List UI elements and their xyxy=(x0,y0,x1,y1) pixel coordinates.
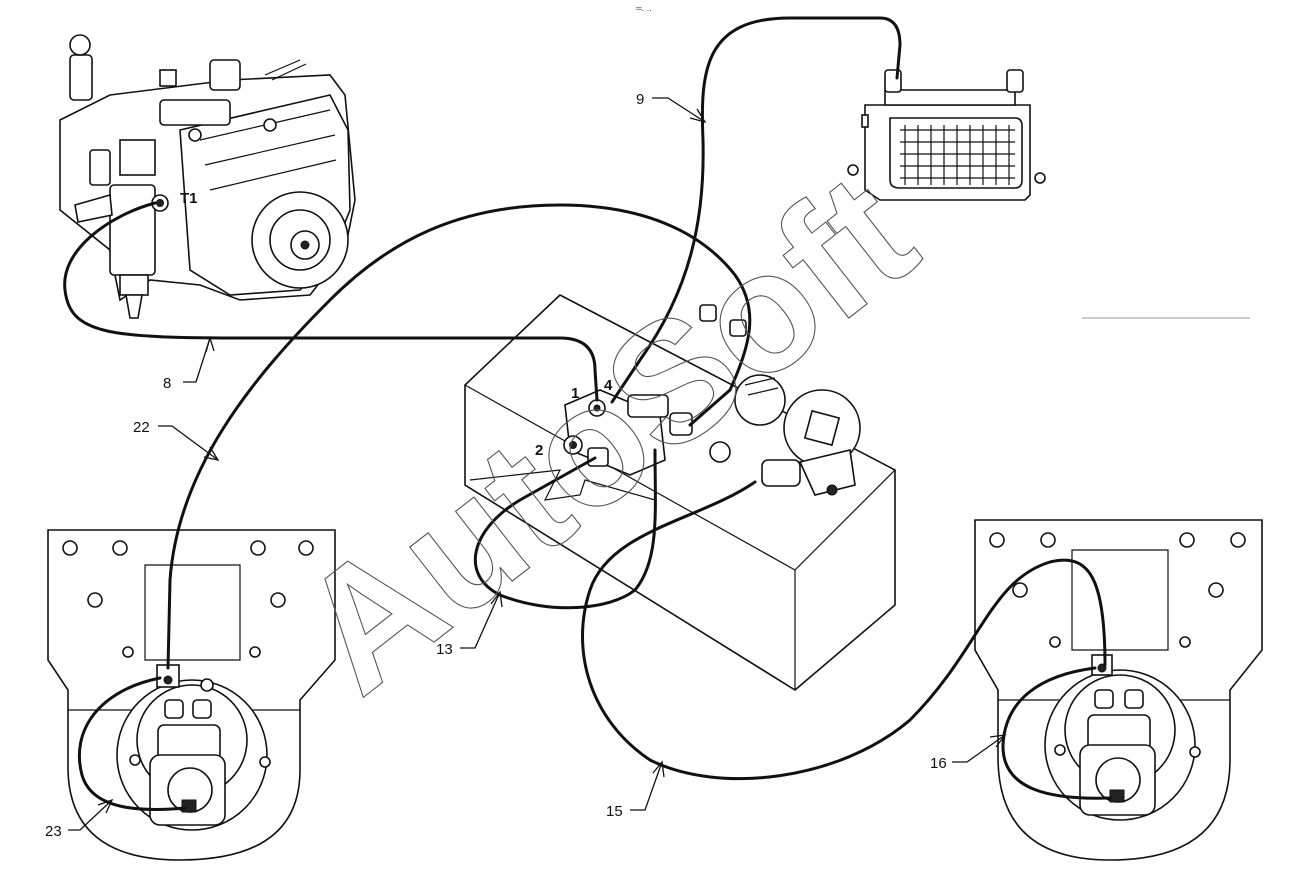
callout-9: 9 xyxy=(636,91,707,124)
callout-label-13: 13 xyxy=(436,641,453,658)
callout-16: 16 xyxy=(930,734,1007,772)
hose-22 xyxy=(166,203,752,670)
hose-9 xyxy=(610,16,902,404)
callout-label-16: 16 xyxy=(930,755,947,772)
port-label-t1: T1 xyxy=(180,190,198,207)
callout-13: 13 xyxy=(436,590,503,658)
port-label-1: 1 xyxy=(571,385,579,402)
callout-label-15: 15 xyxy=(606,803,623,820)
callout-8: 8 xyxy=(163,335,215,392)
hose-13 xyxy=(473,448,657,610)
valve-block: 1 4 2 xyxy=(535,304,747,476)
cooler-grille xyxy=(900,125,1015,185)
port-label-4: 4 xyxy=(604,377,613,394)
callout-label-8: 8 xyxy=(163,375,171,392)
hose-8 xyxy=(63,201,599,402)
callout-label-22: 22 xyxy=(133,419,150,436)
port-label-2: 2 xyxy=(535,442,543,459)
oil-cooler xyxy=(847,69,1046,201)
callout-label-23: 23 xyxy=(45,823,62,840)
left-wheel-motor xyxy=(47,529,336,861)
callout-15: 15 xyxy=(606,760,665,820)
header-mark: ═․ ‥ xyxy=(635,4,652,13)
right-wheel-motor xyxy=(974,519,1263,861)
oil-filter xyxy=(709,374,861,496)
hydraulic-pump: T1 xyxy=(59,34,356,319)
hose-23 xyxy=(77,676,187,811)
hose-15 xyxy=(581,480,1107,781)
callout-22: 22 xyxy=(133,419,220,461)
callout-23: 23 xyxy=(45,798,114,840)
hose-16 xyxy=(1001,666,1112,800)
callout-label-9: 9 xyxy=(636,91,644,108)
